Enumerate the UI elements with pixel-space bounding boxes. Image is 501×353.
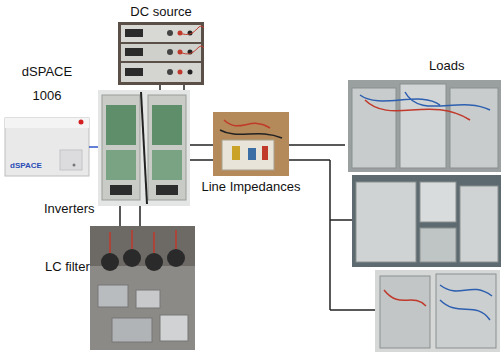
photo-node: Loads bbox=[345, 78, 500, 353]
node-label: Inverters bbox=[44, 201, 95, 217]
wire-connector bbox=[159, 85, 161, 90]
wire-connector bbox=[190, 144, 213, 146]
node-label: LC filter bbox=[45, 259, 90, 275]
wire-connector bbox=[89, 146, 98, 148]
wire-connector bbox=[289, 144, 345, 146]
extra-wires bbox=[120, 85, 375, 310]
wire-connector bbox=[139, 206, 141, 226]
node-label: DC source bbox=[118, 4, 204, 20]
node-label: Line Impedances bbox=[201, 179, 300, 195]
photo-node: DC source bbox=[118, 22, 204, 85]
dspace-photo bbox=[5, 118, 89, 176]
lc-filter-photo bbox=[90, 226, 195, 350]
inverters-photo bbox=[98, 90, 190, 206]
photo-node: Line Impedances bbox=[213, 112, 289, 176]
logo-text: dSPACE bbox=[10, 161, 42, 170]
node-label: Loads bbox=[429, 58, 464, 74]
node-label: dSPACE 1006 bbox=[15, 60, 79, 108]
loads-photos bbox=[348, 80, 501, 352]
photo-node: LC filter bbox=[90, 226, 195, 350]
photo-node: Inverters bbox=[98, 90, 190, 206]
dc-source-photo bbox=[118, 22, 204, 85]
line-impedance-photo bbox=[213, 112, 289, 176]
